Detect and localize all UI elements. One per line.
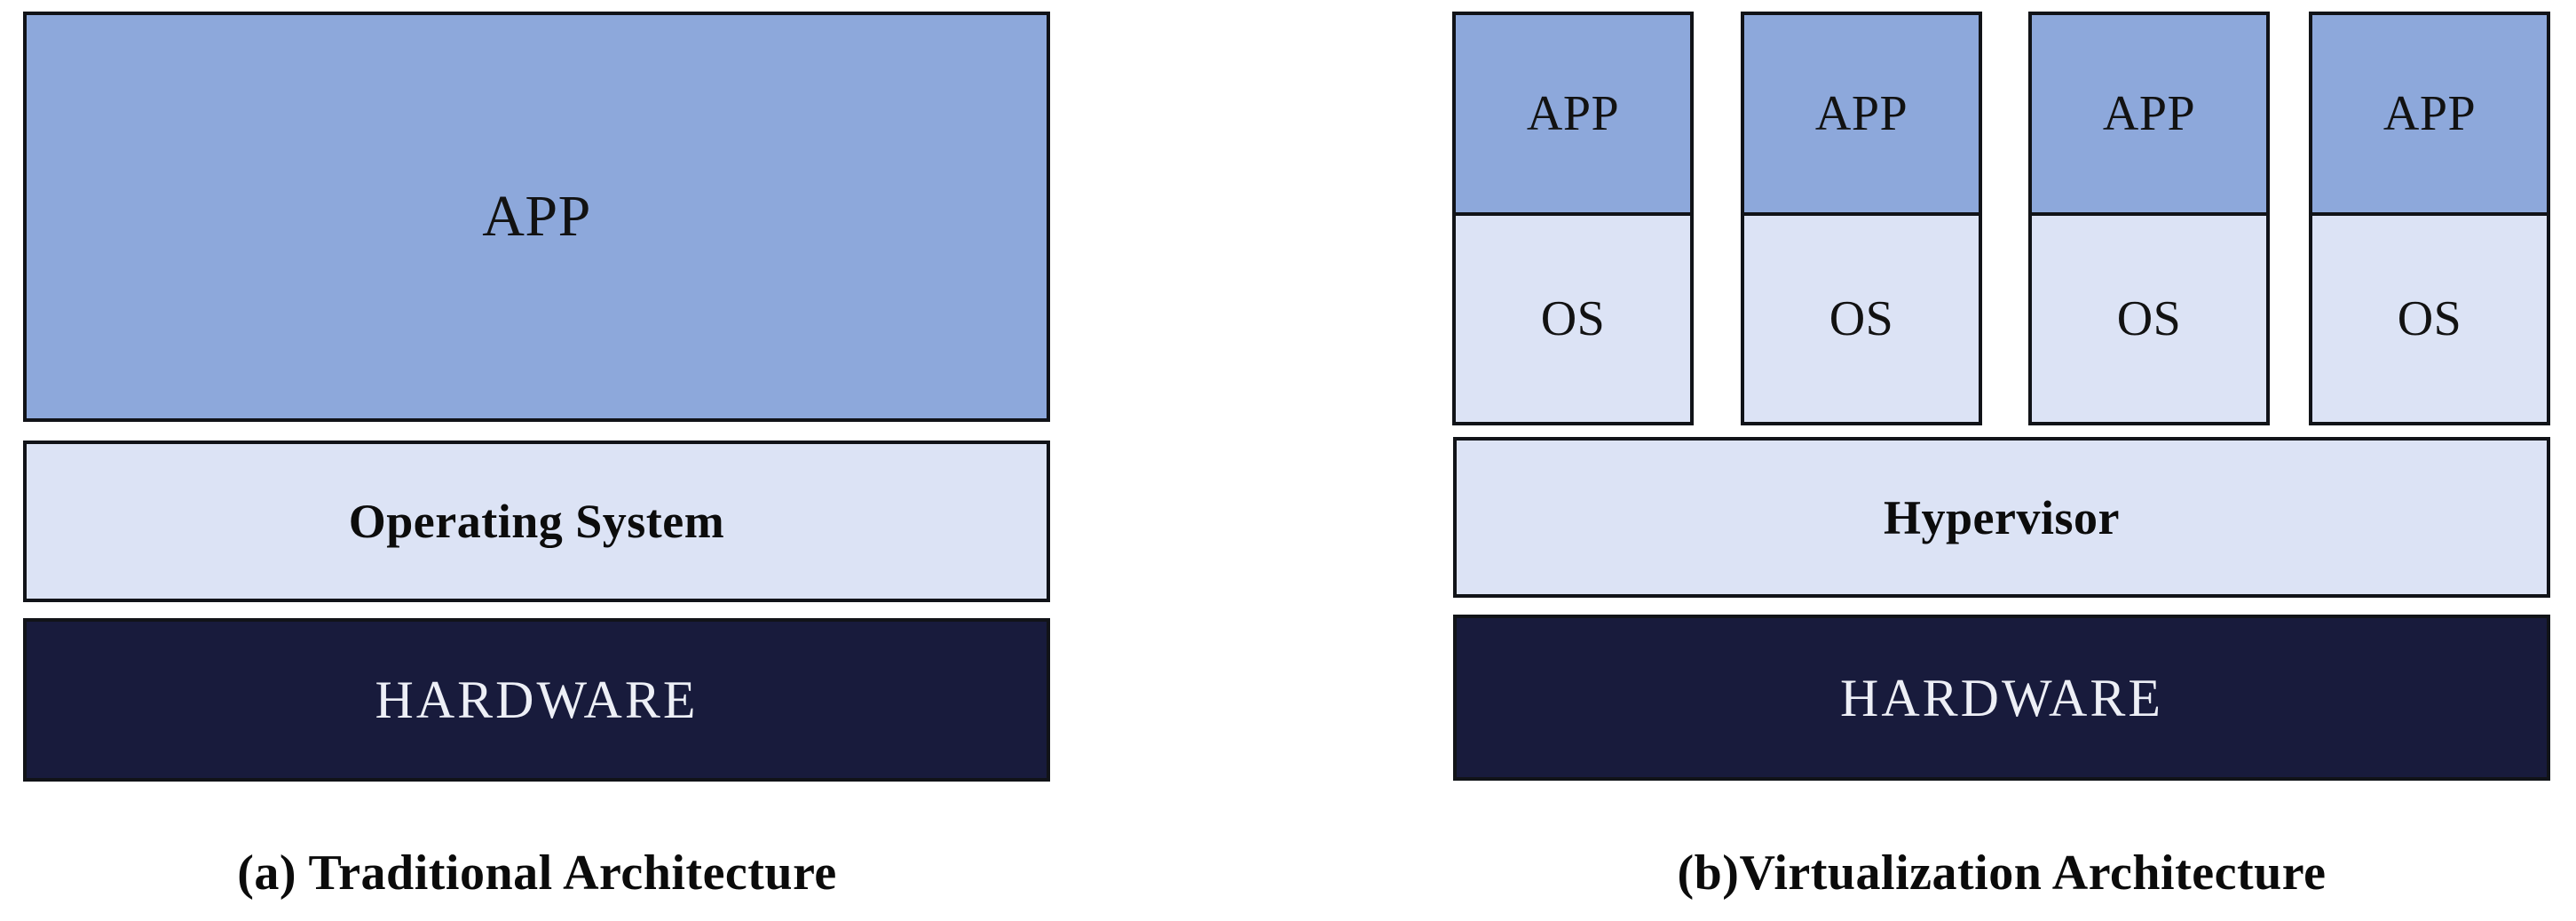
vm-app-label: APP xyxy=(2382,86,2477,141)
virtualization-hardware-box: HARDWARE xyxy=(1453,615,2550,781)
vm-os-label: OS xyxy=(2397,291,2462,346)
virtualization-hardware-label: HARDWARE xyxy=(1840,668,2163,727)
caption-virtualization-architecture: (b)Virtualization Architecture xyxy=(1677,846,2327,901)
vm-column: APP OS xyxy=(1741,12,1982,425)
traditional-operating-system-box: Operating System xyxy=(23,441,1050,602)
traditional-hardware-label: HARDWARE xyxy=(375,671,699,729)
hypervisor-label: Hypervisor xyxy=(1884,490,2120,544)
vm-app-label: APP xyxy=(1526,86,1620,141)
traditional-app-label: APP xyxy=(482,184,591,249)
caption-traditional-architecture: (a) Traditional Architecture xyxy=(237,846,837,901)
vm-os-box: OS xyxy=(2028,212,2270,425)
vm-app-box: APP xyxy=(2309,12,2550,216)
vm-os-label: OS xyxy=(1540,291,1606,346)
traditional-operating-system-label: Operating System xyxy=(348,495,725,548)
vm-app-label: APP xyxy=(1814,86,1908,141)
vm-os-label: OS xyxy=(2116,291,2182,346)
vm-app-box: APP xyxy=(1452,12,1694,216)
vm-column: APP OS xyxy=(2028,12,2270,425)
hypervisor-box: Hypervisor xyxy=(1453,437,2550,598)
vm-os-box: OS xyxy=(2309,212,2550,425)
vm-column: APP OS xyxy=(1452,12,1694,425)
vm-app-box: APP xyxy=(2028,12,2270,216)
vm-os-box: OS xyxy=(1741,212,1982,425)
vm-app-label: APP xyxy=(2102,86,2196,141)
vm-app-box: APP xyxy=(1741,12,1982,216)
traditional-app-box: APP xyxy=(23,12,1050,422)
vm-os-label: OS xyxy=(1829,291,1894,346)
vm-column: APP OS xyxy=(2309,12,2550,425)
traditional-hardware-box: HARDWARE xyxy=(23,618,1050,782)
vm-os-box: OS xyxy=(1452,212,1694,425)
